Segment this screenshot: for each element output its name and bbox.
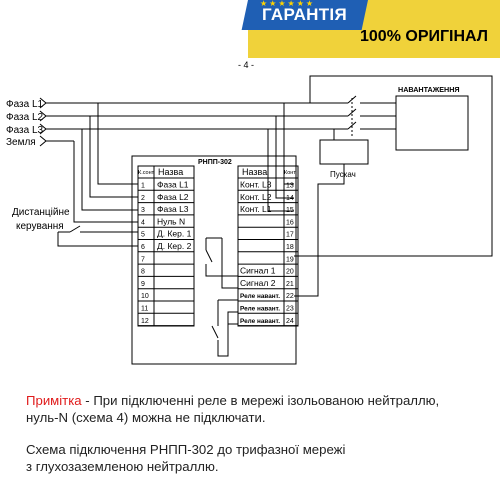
right-terminal-name: Сигнал 1 [240, 266, 276, 276]
badge-title: ГАРАНТІЯ [262, 5, 347, 24]
l3-to-terminal-3 [81, 129, 138, 211]
phase-l3-label: Фаза L3 [6, 125, 44, 136]
right-terminal-name: Сигнал 2 [240, 278, 276, 288]
left-terminal-number: 7 [141, 256, 145, 263]
device-label: РНПП-302 [198, 159, 232, 166]
relay-1-out [205, 264, 238, 277]
right-terminal-number: 23 [286, 306, 294, 313]
right-terminal-number: 21 [286, 281, 294, 288]
terminal-row-lines [138, 177, 298, 327]
left-header-num: К.сонт [138, 170, 155, 176]
note-text-1: - При підключенні реле в мережі ізольова… [81, 393, 440, 408]
left-terminal-name: Фаза L1 [157, 180, 189, 190]
right-header-name: Назва [242, 167, 267, 177]
right-terminal-number: 14 [286, 195, 294, 202]
note-line-4: з глухозаземленою нейтраллю. [26, 459, 219, 474]
right-terminal-name: Конт. L2 [240, 192, 272, 202]
remote-label-line-2: керування [16, 221, 64, 232]
phase-l1-arrow [39, 97, 47, 109]
wiring-diagram: - 4 - Фаза L1 Фаза L2 Фаза L3 Земля Дист… [6, 60, 493, 365]
ground-label: Земля [6, 137, 36, 148]
l1-to-terminal-1 [97, 103, 138, 185]
right-terminal-number: 16 [286, 219, 294, 226]
phase-l2-arrow [39, 110, 47, 122]
remote-wire-c [57, 232, 138, 247]
outer-loop-wire [294, 75, 493, 257]
scheme-number: - 4 - [238, 60, 254, 70]
note-line-3: Схема підключення РНПП-302 до трифазної … [26, 442, 346, 457]
right-terminal-number: 13 [286, 183, 294, 190]
right-terminal-number: 15 [286, 207, 294, 214]
relay-2-contact [211, 325, 219, 339]
left-terminal-number: 3 [141, 207, 145, 214]
right-terminal-number: 18 [286, 244, 294, 251]
l2-to-terminal-2 [89, 116, 138, 198]
right-terminal-name: Реле навант. [240, 293, 280, 300]
left-terminal-name: Нуль N [157, 216, 185, 226]
warranty-badge: ★★★★★★ ГАРАНТІЯ 100% ОРИГІНАЛ [241, 0, 500, 58]
l2-contact-wire [275, 116, 294, 199]
relay-2-out [217, 311, 238, 357]
badge-stars: ★★★★★★ [260, 0, 316, 8]
left-terminal-name: Фаза L2 [157, 192, 189, 202]
right-terminal-name: Конт. L3 [240, 180, 272, 190]
load-label: НАВАНТАЖЕННЯ [398, 85, 460, 94]
ground-arrow [39, 135, 47, 147]
load-box [395, 95, 469, 151]
remote-label-line-1: Дистанційне [12, 207, 70, 218]
left-terminal-number: 10 [141, 293, 149, 300]
left-terminal-number: 5 [141, 232, 145, 239]
terminal-labels: 1 Фаза L1 2 Фаза L2 3 Фаза L3 4 Нуль N 5 Д. Кер. … [141, 180, 294, 325]
right-terminal-number: 24 [286, 318, 294, 325]
right-terminal-number: 22 [286, 293, 294, 300]
contact-l3 [347, 121, 357, 130]
left-terminal-number: 4 [141, 219, 145, 226]
note-line-2: нуль-N (схема 4) можна не підключати. [26, 410, 266, 425]
left-header-name: Назва [158, 167, 183, 177]
starter-box [319, 139, 369, 165]
starter-return-wire [294, 164, 345, 297]
starter-label: Пускач [330, 170, 356, 179]
phase-l3-arrow [39, 123, 47, 135]
ground-to-terminal-4 [73, 141, 138, 223]
left-terminal-name: Д. Кер. 1 [157, 229, 192, 239]
note-prefix: Примітка [26, 393, 82, 408]
device-body [131, 155, 297, 365]
right-header-num: Конт [284, 170, 296, 176]
relay-1-contact [205, 249, 213, 263]
left-terminal-name: Д. Кер. 2 [157, 241, 192, 251]
right-terminal-number: 19 [286, 256, 294, 263]
left-terminal-number: 6 [141, 244, 145, 251]
right-terminal-number: 17 [286, 232, 294, 239]
note-line-1: Примітка - При підключенні реле в мережі… [26, 392, 439, 409]
right-terminal-name: Реле навант. [240, 318, 280, 325]
relay-1-out-2 [221, 238, 238, 289]
right-terminal-name: Реле навант. [240, 306, 280, 313]
phase-l2-label: Фаза L2 [6, 112, 44, 123]
left-terminal-name: Фаза L3 [157, 204, 189, 214]
left-terminal-number: 1 [141, 183, 145, 190]
right-terminal-name: Конт. L1 [240, 204, 272, 214]
left-terminal-number: 8 [141, 269, 145, 276]
left-terminal-number: 9 [141, 281, 145, 288]
badge-subtitle: 100% ОРИГІНАЛ [360, 28, 489, 45]
phase-l1-label: Фаза L1 [6, 99, 44, 110]
left-terminal-number: 12 [141, 318, 149, 325]
remote-switch [69, 225, 81, 233]
left-terminal-number: 11 [141, 306, 148, 313]
left-terminal-number: 2 [141, 195, 145, 202]
contact-l2 [347, 108, 357, 117]
right-terminal-number: 20 [286, 269, 294, 276]
